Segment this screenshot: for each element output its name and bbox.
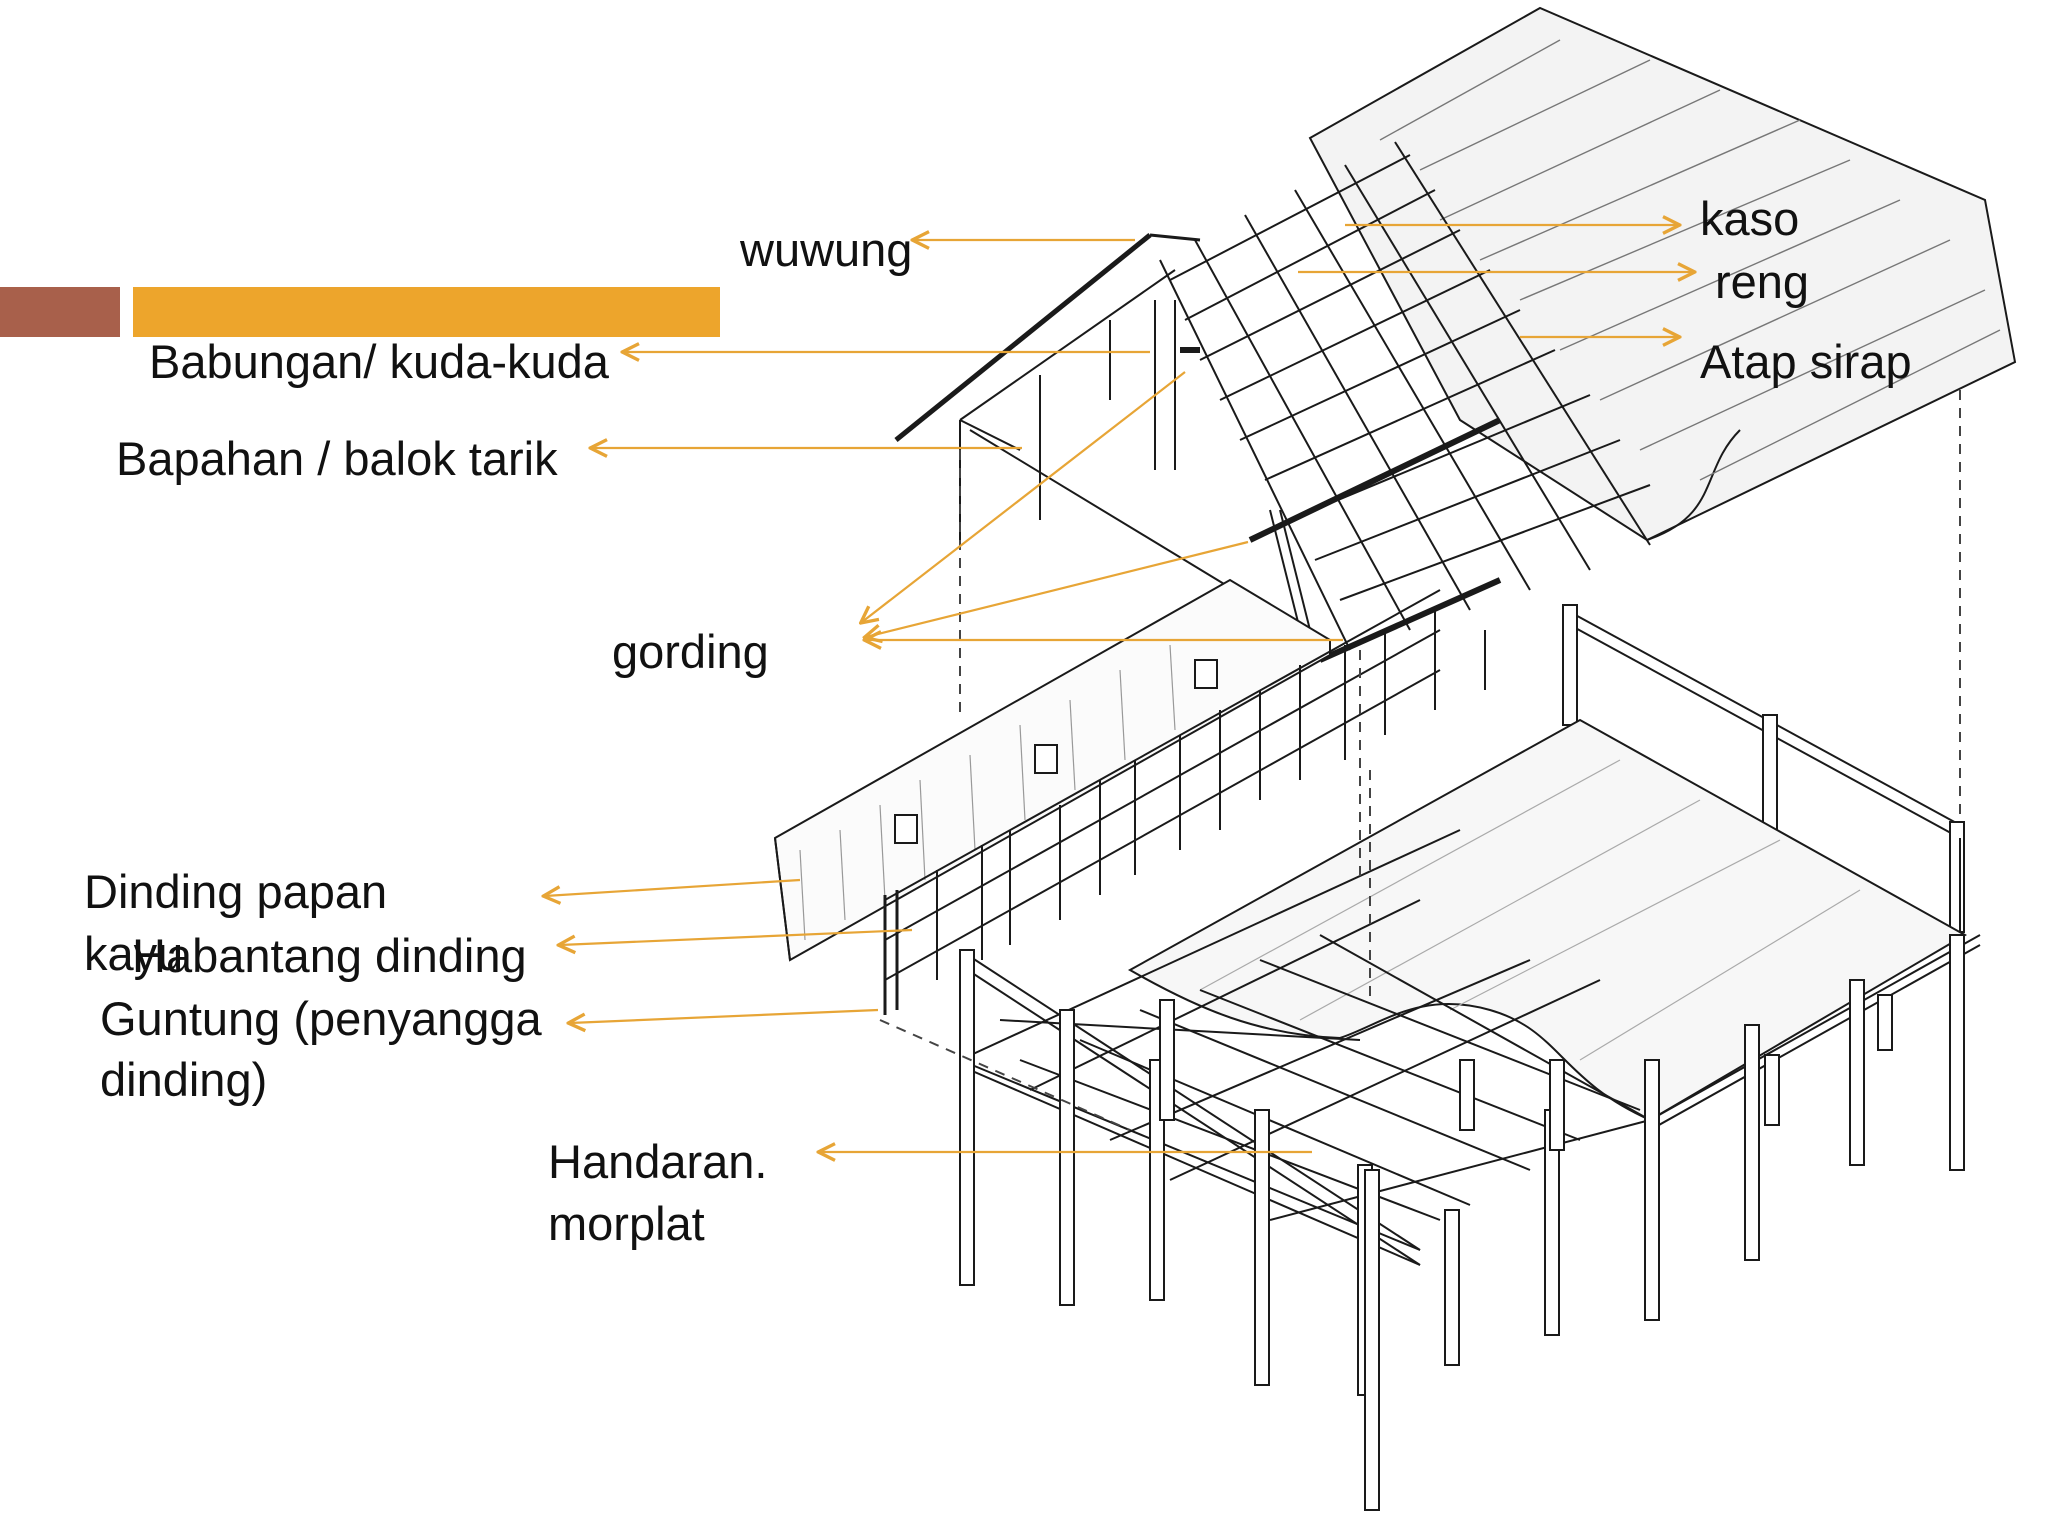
annotation-arrows [545,225,1693,1152]
arrow-guntung [570,1008,879,1023]
label-guntung: Guntung (penyangga [100,992,542,1045]
arrow-gording-1 [862,371,1186,622]
label-guntung-dinding: dinding) [100,1053,268,1106]
label-bapahan: Bapahan / balok tarik [116,432,558,485]
label-kaso: kaso [1700,192,1800,245]
floor-deck [1127,718,1968,1122]
arrow-dinding-papan [545,878,801,896]
label-dinding-papan-kayu: kayu [84,927,184,980]
label-dinding-papan: Dinding papan [84,865,388,918]
arrow-gording-2 [866,540,1249,637]
assembly-guides [879,390,1961,1131]
roof-frame [894,141,1651,663]
roof-sheathing [1308,6,2017,542]
accent-bar-orange [133,287,720,337]
label-morplat: morplat [548,1197,705,1250]
label-reng: reng [1715,255,1810,308]
label-gording: gording [612,625,769,678]
arrow-habantang [560,928,913,945]
accent-bar-brown [0,287,120,337]
label-babungan: Babungan/ kuda-kuda [149,335,609,388]
label-atap-sirap: Atap sirap [1700,335,1912,388]
walls [773,578,1965,1015]
label-habantang: Habantang dinding [132,929,527,982]
label-handaran: Handaran. [548,1135,768,1188]
stilt-posts [959,934,1965,1511]
floor-frame [959,829,1981,1266]
label-wuwung: wuwung [740,223,913,276]
